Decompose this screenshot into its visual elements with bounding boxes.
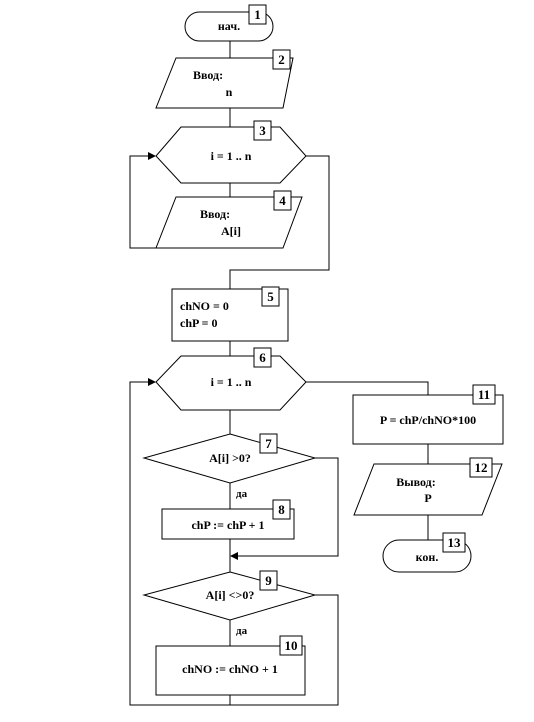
- block-output-p: Вывод: P: [353, 463, 503, 516]
- svg-text:7: 7: [265, 436, 272, 451]
- block-loop-i-1: i = 1 .. n: [155, 126, 307, 184]
- block-input-a-line2: A[i]: [221, 224, 241, 238]
- block-numbers: 1 2 3 4 5 6 7 8 9 10 11 12 13: [248, 4, 496, 656]
- svg-text:10: 10: [285, 638, 298, 653]
- block-decision-nonzero-text: A[i] <>0?: [206, 588, 255, 602]
- block-loop-i-2: i = 1 .. n: [155, 355, 307, 411]
- block-init-line2: chP = 0: [180, 316, 218, 330]
- svg-text:5: 5: [267, 289, 274, 304]
- svg-text:11: 11: [478, 387, 490, 402]
- block-loop-i-1-text: i = 1 .. n: [211, 149, 252, 163]
- svg-text:12: 12: [475, 460, 488, 475]
- arrowheads: [148, 152, 238, 560]
- block-init-line1: chNO = 0: [180, 299, 229, 313]
- block-number-10: 10: [279, 635, 303, 656]
- block-number-7: 7: [259, 433, 278, 454]
- block-end-text: кон.: [416, 550, 439, 564]
- block-number-9: 9: [259, 570, 278, 591]
- block-number-1: 1: [248, 4, 267, 25]
- connectors: [129, 41, 429, 706]
- block-input-n-line2: n: [226, 85, 233, 99]
- yes-label-2: да: [236, 625, 248, 637]
- svg-text:2: 2: [278, 52, 285, 67]
- svg-text:4: 4: [279, 193, 286, 208]
- block-number-2: 2: [272, 49, 291, 70]
- block-decision-positive-text: A[i] >0?: [209, 451, 251, 465]
- block-input-a: Ввод: A[i]: [155, 196, 303, 249]
- block-increment-chno-text: chNO := chNO + 1: [182, 662, 278, 676]
- yes-label-1: да: [236, 488, 248, 500]
- svg-text:1: 1: [254, 7, 261, 22]
- block-number-5: 5: [261, 286, 280, 307]
- block-compute-p: P = chP/chNO*100: [352, 394, 504, 445]
- block-number-13: 13: [442, 532, 466, 553]
- svg-text:9: 9: [265, 573, 272, 588]
- block-number-8: 8: [272, 499, 291, 520]
- svg-text:8: 8: [278, 502, 285, 517]
- block-loop-i-2-text: i = 1 .. n: [211, 375, 252, 389]
- block-output-p-line1: Вывод:: [396, 475, 436, 489]
- block-increment-chp-text: chP := chP + 1: [191, 518, 264, 532]
- block-compute-p-text: P = chP/chNO*100: [380, 413, 476, 427]
- block-number-3: 3: [253, 120, 272, 141]
- block-number-11: 11: [472, 384, 496, 405]
- block-number-4: 4: [273, 190, 292, 211]
- block-input-n: Ввод: n: [155, 57, 294, 109]
- block-input-a-line1: Ввод:: [200, 207, 230, 221]
- block-start-text: нач.: [218, 19, 240, 33]
- block-output-p-line2: P: [424, 491, 431, 505]
- block-number-12: 12: [469, 457, 493, 478]
- block-increment-chp: chP := chP + 1: [161, 508, 295, 540]
- block-number-6: 6: [253, 347, 272, 368]
- svg-text:13: 13: [448, 535, 462, 550]
- svg-text:6: 6: [259, 350, 266, 365]
- svg-text:3: 3: [259, 123, 266, 138]
- block-input-n-line1: Ввод:: [193, 68, 223, 82]
